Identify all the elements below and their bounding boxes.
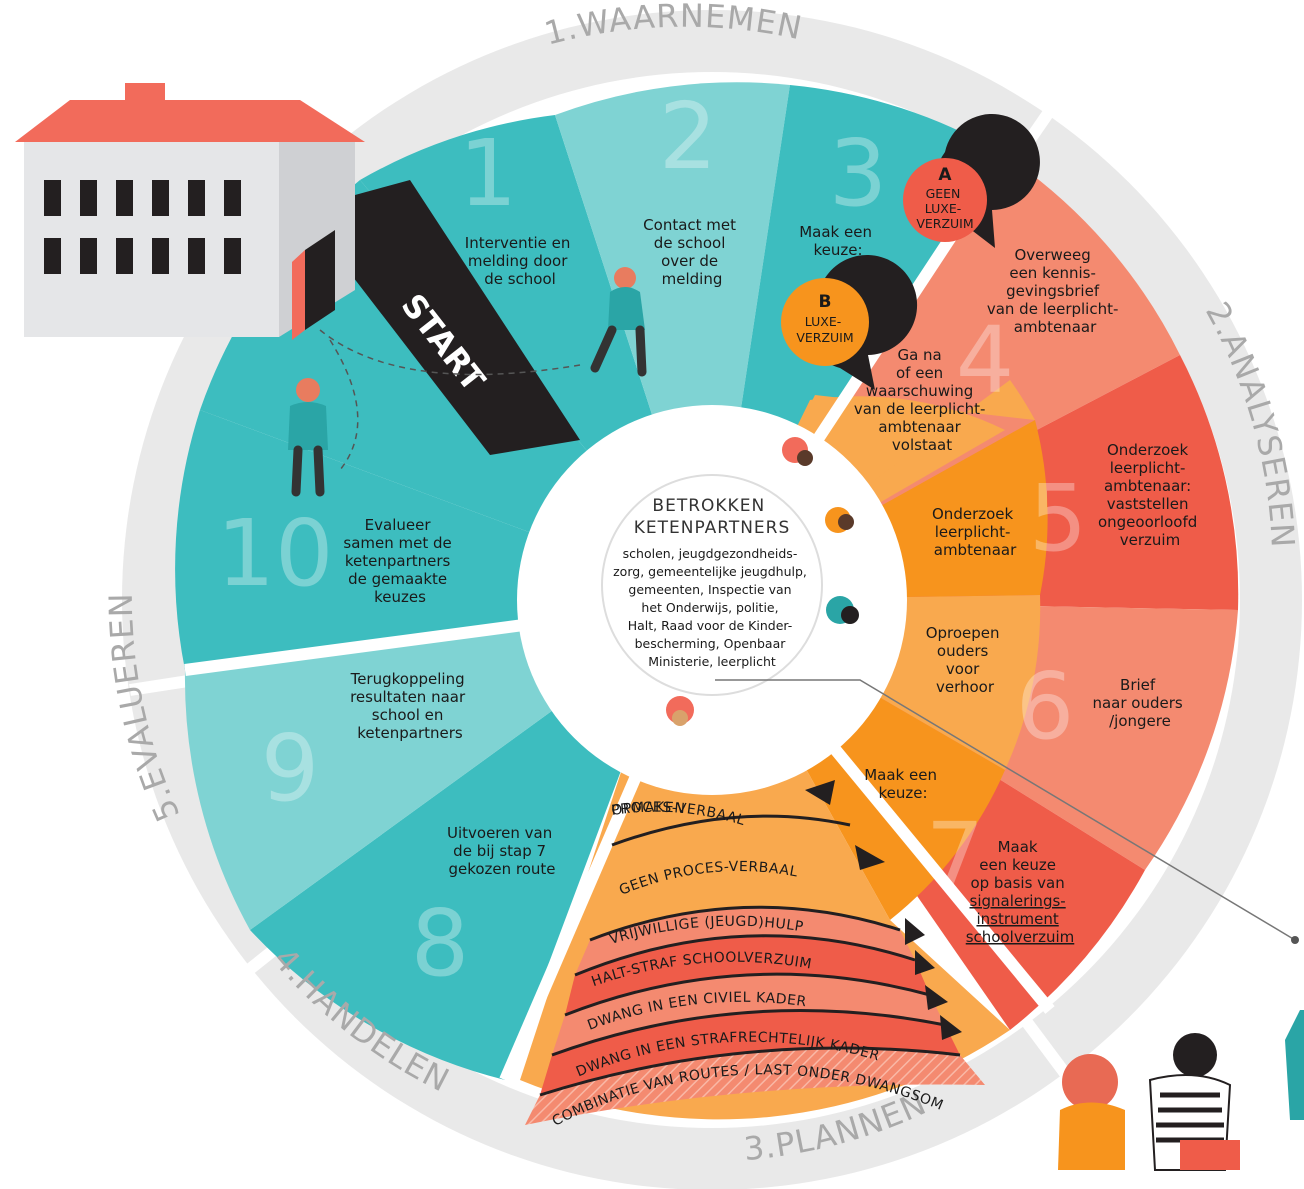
- svg-text:A: A: [938, 165, 952, 185]
- step-7b-text: Maak een keuze op basis van signalerings…: [966, 838, 1075, 946]
- center-partners-list: scholen, jeugdgezondheids- zorg, gemeent…: [613, 546, 811, 669]
- step-3-number: 3: [829, 120, 888, 227]
- step-8-text: Uitvoeren van de bij stap 7 gekozen rout…: [447, 824, 557, 878]
- standing-person-icon: [288, 378, 328, 497]
- step-10-number: 10: [216, 500, 333, 607]
- step-10-text: Evalueer samen met de ketenpartners de g…: [343, 516, 456, 606]
- route-arrows: [805, 780, 962, 1040]
- step-2-text: Contact met de school over de melding: [643, 216, 741, 288]
- step-1-text: Interventie en melding door de school: [465, 234, 575, 288]
- school-building-icon: [15, 83, 365, 340]
- step-6a-text: Brief naar ouders /jongere: [1092, 676, 1187, 730]
- step-7a-text: Maak een keuze:: [864, 766, 942, 802]
- center-title: BETROKKEN KETENPARTNERS: [634, 496, 791, 538]
- route-lines: [539, 814, 961, 1097]
- walking-path: [319, 329, 581, 471]
- step-4a-text: Overweeg een kennis- gevingsbrief van de…: [987, 246, 1123, 336]
- step-3-text: Maak een keuze:: [799, 223, 877, 259]
- bubble-b: B LUXE- VERZUIM: [781, 255, 918, 390]
- step-5b-text: Onderzoek leerplicht- ambtenaar: [932, 505, 1018, 559]
- route-bands: [525, 907, 985, 1125]
- walking-person-icon: [590, 267, 647, 377]
- step-4b-text: Ga na of een waarschuwing van de leerpli…: [854, 346, 990, 454]
- step-9-text: Terugkoppeling resultaten naar school en…: [350, 670, 470, 742]
- step-2-number: 2: [659, 83, 718, 190]
- bubble-a: A GEEN LUXE- VERZUIM: [903, 114, 1040, 249]
- step-6b-text: Oproepen ouders voor verhoor: [926, 624, 1005, 696]
- topview-person-icons: [666, 437, 859, 726]
- step-5a-text: Onderzoek leerplicht- ambtenaar: vastste…: [1098, 441, 1202, 549]
- step-4-number: 4: [956, 307, 1015, 414]
- svg-text:B: B: [819, 292, 832, 312]
- step-9-number: 9: [261, 715, 320, 822]
- step-8-number: 8: [411, 890, 470, 997]
- center-leader-line: [715, 679, 1296, 941]
- step-1-number: 1: [459, 120, 518, 227]
- svg-text:LUXE- VERZUIM: LUXE- VERZUIM: [796, 314, 853, 345]
- route-opmaken: OPMAKEN: [610, 800, 686, 819]
- svg-text:GEEN LUXE- VERZUIM: GEEN LUXE- VERZUIM: [916, 186, 973, 231]
- step-6-number: 6: [1016, 653, 1075, 760]
- youth-group-icon: [1058, 1010, 1304, 1171]
- step-5-number: 5: [1029, 465, 1088, 572]
- step-7-number: 7: [926, 803, 985, 910]
